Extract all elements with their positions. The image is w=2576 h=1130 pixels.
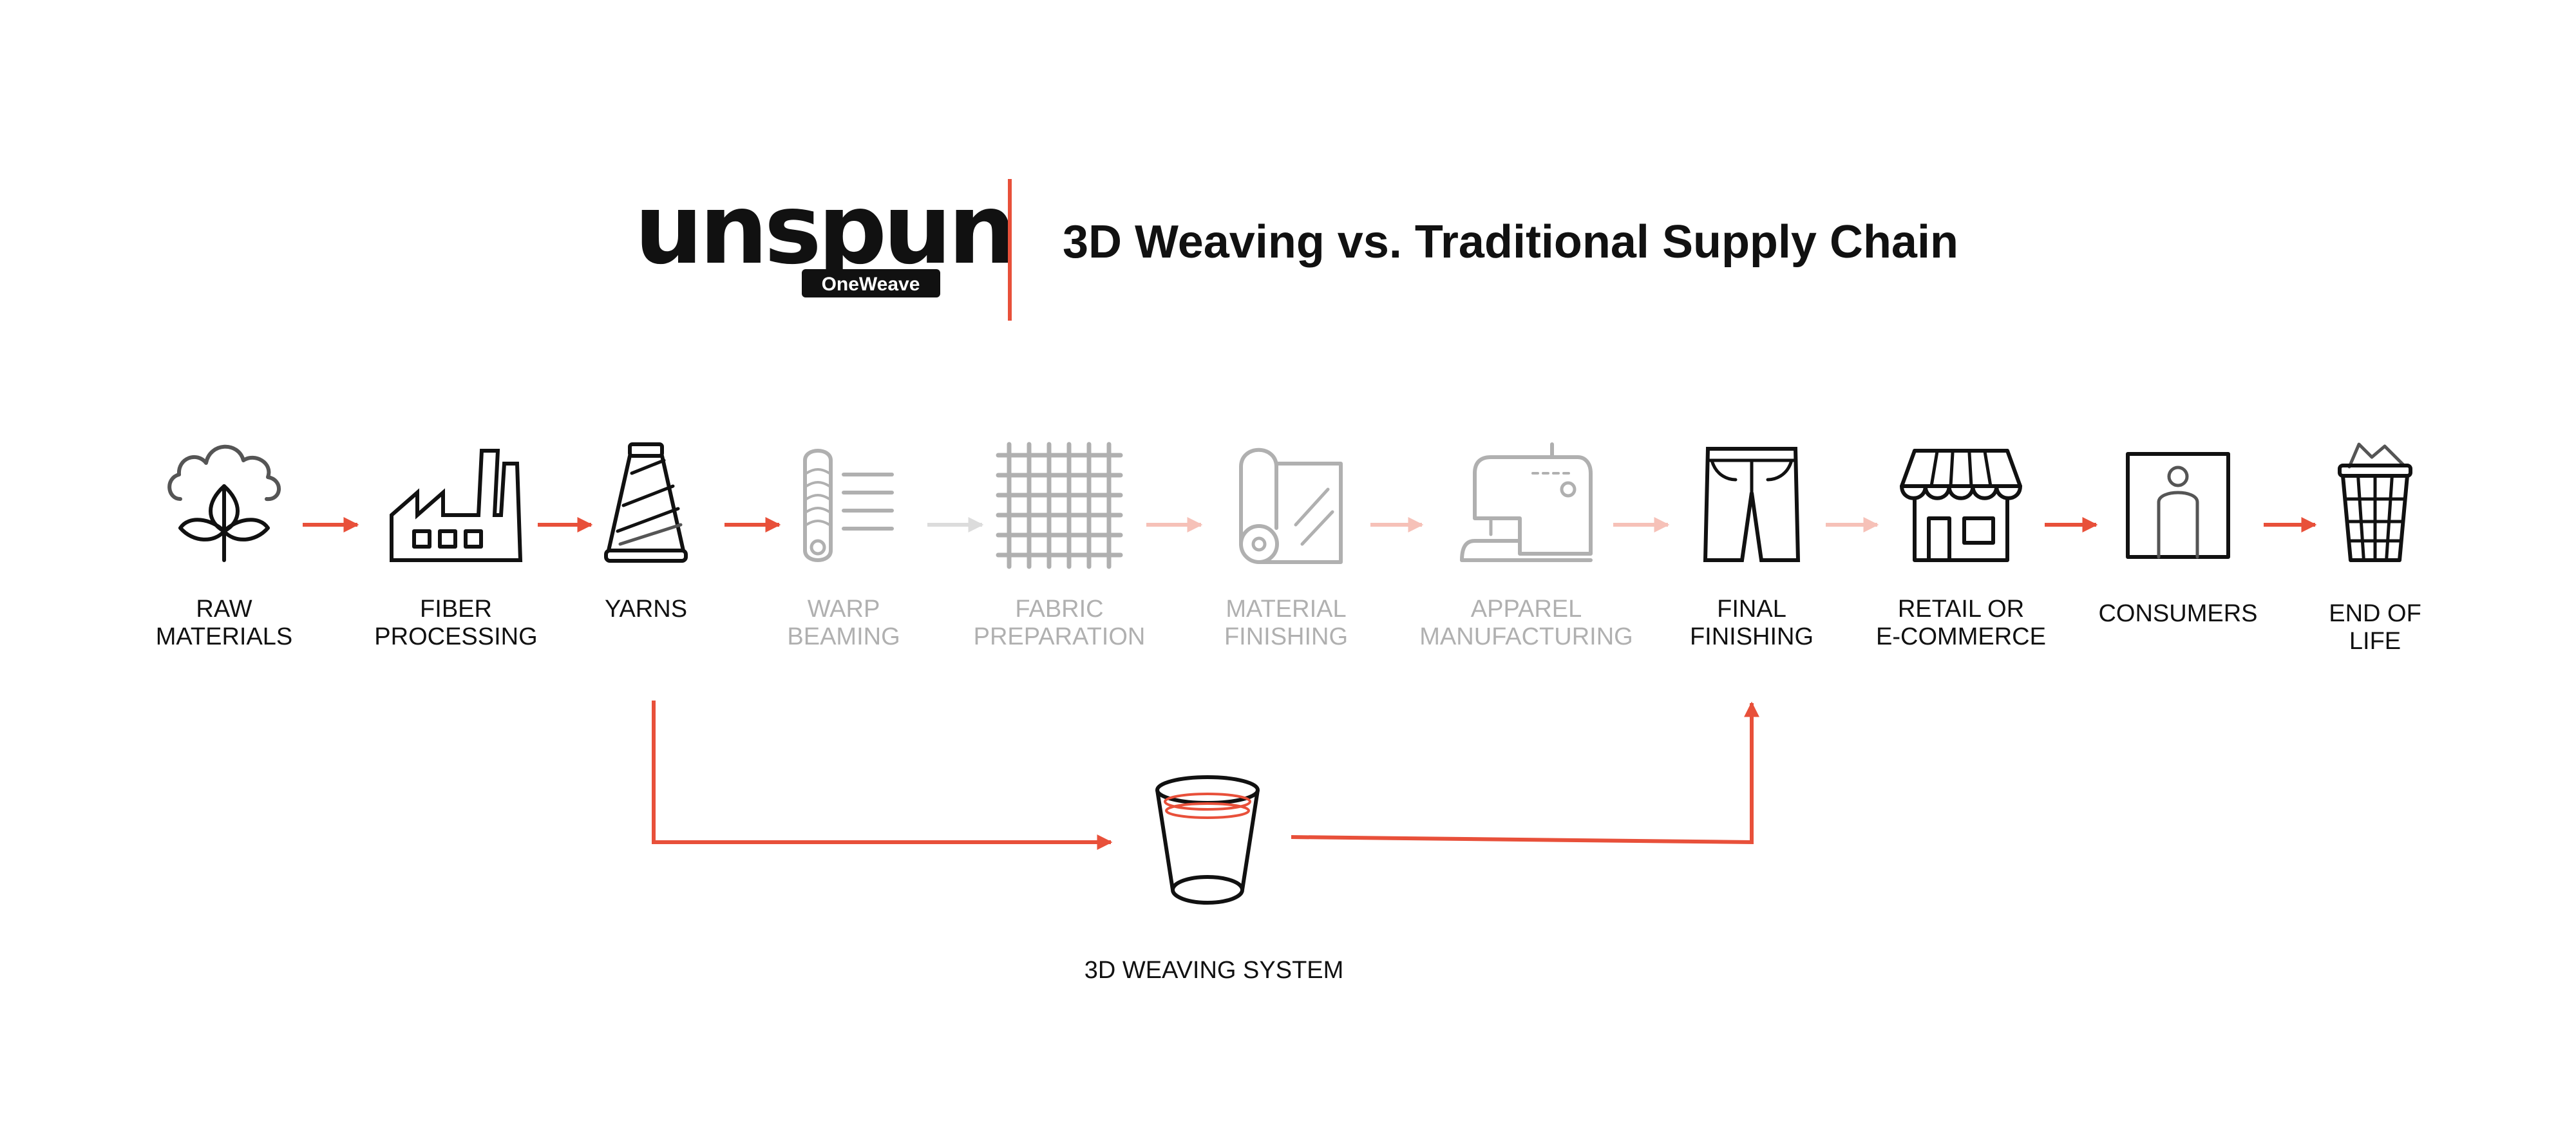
brand-logo: unspun OneWeave xyxy=(634,174,1017,297)
step-storefront: RETAIL ORE-COMMERCE xyxy=(1876,449,2046,650)
step-label-line: END OF xyxy=(2329,600,2421,627)
step-label-line: BEAMING xyxy=(787,623,900,650)
step-yarn-spool: YARNS xyxy=(604,442,688,623)
step-label-line: FINAL xyxy=(1717,596,1786,623)
brand-badge-label: OneWeave xyxy=(822,274,920,295)
step-label-line: PREPARATION xyxy=(974,623,1146,650)
step-label-line: RETAIL OR xyxy=(1898,596,2024,623)
step-label-line: MATERIAL xyxy=(1226,596,1346,623)
fabric-roll-icon xyxy=(1239,447,1343,564)
3d-weaving-cup-icon xyxy=(1155,775,1260,905)
weaving-system-label: 3D WEAVING SYSTEM xyxy=(1084,957,1344,984)
step-label-line: E-COMMERCE xyxy=(1876,623,2046,650)
step-label-line: LIFE xyxy=(2349,628,2401,655)
step-label-line: FINISHING xyxy=(1224,623,1348,650)
step-label-line: YARNS xyxy=(605,596,687,623)
step-label-line: WARP xyxy=(808,596,880,623)
weaving-bypass: 3D WEAVING SYSTEM xyxy=(652,701,1759,984)
cotton-plant-icon xyxy=(167,444,281,562)
factory-icon xyxy=(390,449,523,562)
step-label-line: MANUFACTURING xyxy=(1419,623,1633,650)
fabric-grid-icon xyxy=(996,442,1123,569)
step-label-line: CONSUMERS xyxy=(2098,600,2257,627)
step-label-line: FABRIC xyxy=(1015,596,1103,623)
storefront-icon xyxy=(1900,449,2022,562)
yarn-spool-icon xyxy=(604,442,688,563)
person-icon xyxy=(2126,452,2230,559)
step-label-line: FIBER xyxy=(420,596,492,623)
step-label-line: MATERIALS xyxy=(156,623,293,650)
waste-basket-icon xyxy=(2338,442,2412,562)
bypass-arrow-to-final-finishing xyxy=(1291,701,1759,845)
step-label-line: PROCESSING xyxy=(374,623,537,650)
page-title: 3D Weaving vs. Traditional Supply Chain xyxy=(1063,216,1958,268)
step-label-line: APPAREL xyxy=(1471,596,1582,623)
step-person: CONSUMERS xyxy=(2098,452,2258,627)
step-label-line: FINISHING xyxy=(1690,623,1814,650)
pants-icon xyxy=(1703,447,1801,562)
bypass-arrow-from-yarns xyxy=(652,701,1113,850)
warp-beam-icon xyxy=(803,449,894,562)
sewing-machine-icon xyxy=(1460,442,1593,562)
step-label-line: RAW xyxy=(196,596,252,623)
brand-wordmark: unspun xyxy=(634,174,1013,286)
brand-badge xyxy=(802,269,940,297)
